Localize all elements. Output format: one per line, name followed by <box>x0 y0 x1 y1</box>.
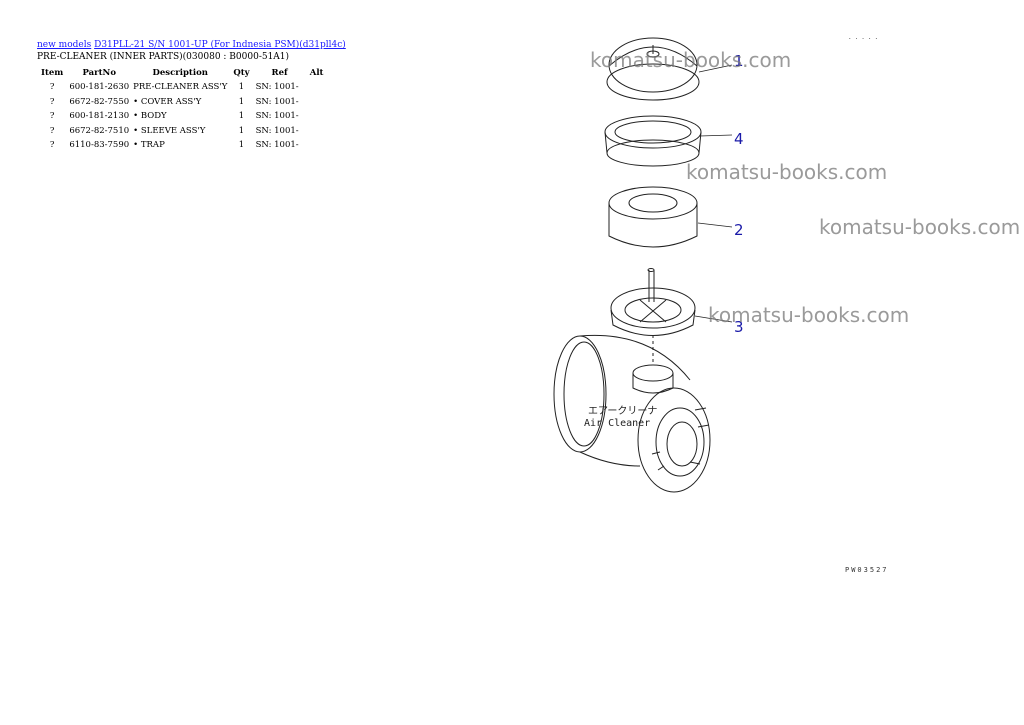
cell-description: • BODY <box>133 111 167 122</box>
cell-qty: 1 <box>238 82 245 93</box>
cell-description: • TRAP <box>133 140 165 151</box>
cell-qty: 1 <box>238 125 245 136</box>
cell-partno: 600-181-2630 <box>69 82 130 93</box>
housing-label-en: Air Cleaner <box>584 418 650 429</box>
housing-label-jp: エアークリーナ <box>588 405 657 417</box>
cell-item: ? <box>49 125 55 136</box>
watermark-text: komatsu-books.com <box>686 160 888 184</box>
cell-partno: 6672-82-7550 <box>69 96 130 107</box>
table-header-row: Item PartNo Description Qty Ref Alt <box>37 66 328 80</box>
callout-2: 2 <box>734 221 744 239</box>
table-row: ? 600-181-2130 • BODY 1 SN: 1001- <box>37 109 328 124</box>
new-models-link[interactable]: new models <box>37 40 92 50</box>
cell-ref: SN: 1001- <box>255 96 299 107</box>
header-qty: Qty <box>233 68 250 78</box>
watermark-text: komatsu-books.com <box>708 303 910 327</box>
cell-ref: SN: 1001- <box>255 140 299 151</box>
page-title: PRE-CLEANER (INNER PARTS)(030080 : B0000… <box>37 52 290 62</box>
breadcrumb: new models D31PLL-21 S/N 1001-UP (For In… <box>37 40 346 50</box>
cell-alt <box>306 95 328 110</box>
header-item: Item <box>41 68 64 78</box>
cover-part-drawing <box>606 37 733 101</box>
callout-3: 3 <box>734 318 744 336</box>
cell-qty: 1 <box>238 140 245 151</box>
parts-table: Item PartNo Description Qty Ref Alt ? 60… <box>37 66 328 153</box>
cell-item: ? <box>49 82 55 93</box>
parts-diagram: エアークリーナ Air Cleaner 1 4 2 3 <box>540 30 1024 590</box>
cell-ref: SN: 1001- <box>255 125 299 136</box>
cell-item: ? <box>49 111 55 122</box>
header-ref: Ref <box>271 68 288 78</box>
table-row: ? 6672-82-7510 • SLEEVE ASS'Y 1 SN: 1001… <box>37 124 328 139</box>
cell-partno: 600-181-2130 <box>69 111 130 122</box>
callout-1: 1 <box>734 52 744 70</box>
table-row: ? 600-181-2630 PRE-CLEANER ASS'Y 1 SN: 1… <box>37 80 328 95</box>
cell-partno: 6672-82-7510 <box>69 125 130 136</box>
watermark-text: komatsu-books.com <box>819 215 1021 239</box>
diagram-drawing: エアークリーナ Air Cleaner <box>553 37 733 493</box>
cell-alt <box>306 80 328 95</box>
header-alt: Alt <box>309 68 324 78</box>
cell-alt <box>306 124 328 139</box>
cell-alt <box>306 109 328 124</box>
cell-item: ? <box>49 140 55 151</box>
cell-item: ? <box>49 96 55 107</box>
cell-qty: 1 <box>238 96 245 107</box>
cell-ref: SN: 1001- <box>255 111 299 122</box>
figure-code: PW03527 <box>845 566 889 574</box>
cell-alt <box>306 138 328 153</box>
header-description: Description <box>152 68 208 78</box>
corner-mark: ..... <box>848 34 882 41</box>
cell-description: • COVER ASS'Y <box>133 96 202 107</box>
cell-description: • SLEEVE ASS'Y <box>133 125 206 136</box>
callout-4: 4 <box>734 130 744 148</box>
table-row: ? 6110-83-7590 • TRAP 1 SN: 1001- <box>37 138 328 153</box>
cell-ref: SN: 1001- <box>255 82 299 93</box>
machine-model-link[interactable]: D31PLL-21 S/N 1001-UP (For Indnesia PSM)… <box>94 40 346 50</box>
cell-description: PRE-CLEANER ASS'Y <box>133 82 228 93</box>
cell-partno: 6110-83-7590 <box>69 140 130 151</box>
table-row: ? 6672-82-7550 • COVER ASS'Y 1 SN: 1001- <box>37 95 328 110</box>
header-partno: PartNo <box>82 68 116 78</box>
watermark-text: komatsu-books.com <box>590 48 792 72</box>
body-part-drawing <box>608 186 733 248</box>
air-cleaner-drawing <box>553 334 711 493</box>
cell-qty: 1 <box>238 111 245 122</box>
sleeve-part-drawing <box>604 115 733 167</box>
